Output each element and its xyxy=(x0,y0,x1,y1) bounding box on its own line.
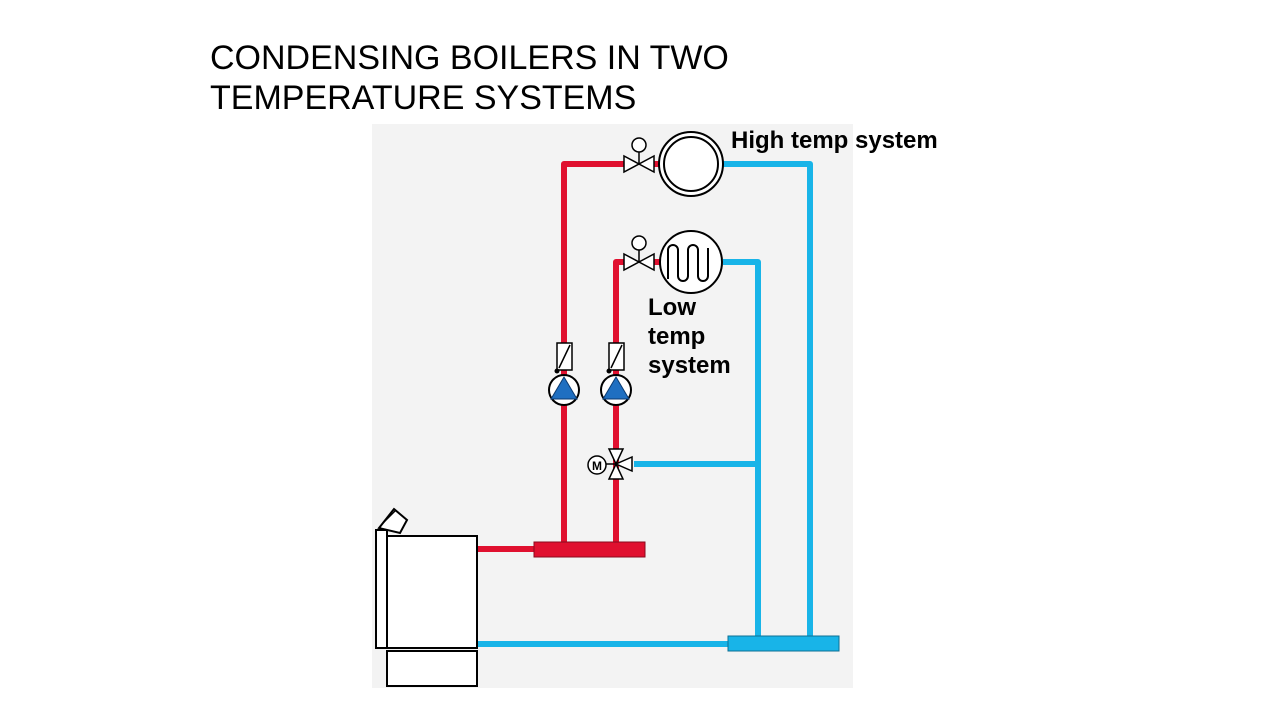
return-header-icon xyxy=(727,635,840,652)
low-temp-label-line: temp xyxy=(648,323,706,350)
underfloor-heating-coil-icon xyxy=(659,230,723,294)
check-valve-icon xyxy=(554,342,573,374)
low-temp-label-line: Low xyxy=(648,294,696,321)
circulation-pump-icon xyxy=(548,374,580,406)
motorized-mixing-valve-icon: M xyxy=(587,448,633,480)
radiator-icon xyxy=(658,131,724,197)
return-pipes xyxy=(478,161,813,647)
boiler-icon xyxy=(375,507,478,687)
thermostatic-valve-icon xyxy=(623,235,655,272)
low-temp-label-line: system xyxy=(648,352,731,379)
high-temp-system-label: High temp system xyxy=(731,127,938,154)
low-temp-return-pipe xyxy=(723,259,761,638)
supply-header-icon xyxy=(533,541,646,558)
slide-title: CONDENSING BOILERS IN TWO TEMPERATURE SY… xyxy=(210,39,729,117)
check-valve-icon xyxy=(606,342,625,374)
thermostatic-valve-icon xyxy=(623,137,655,174)
circulation-pump-icon xyxy=(600,374,632,406)
high-temp-return-pipe xyxy=(723,161,813,638)
motor-letter: M xyxy=(592,459,602,473)
low-temp-system-label: Low temp system xyxy=(648,293,768,380)
high-temp-supply-pipe xyxy=(561,161,625,545)
